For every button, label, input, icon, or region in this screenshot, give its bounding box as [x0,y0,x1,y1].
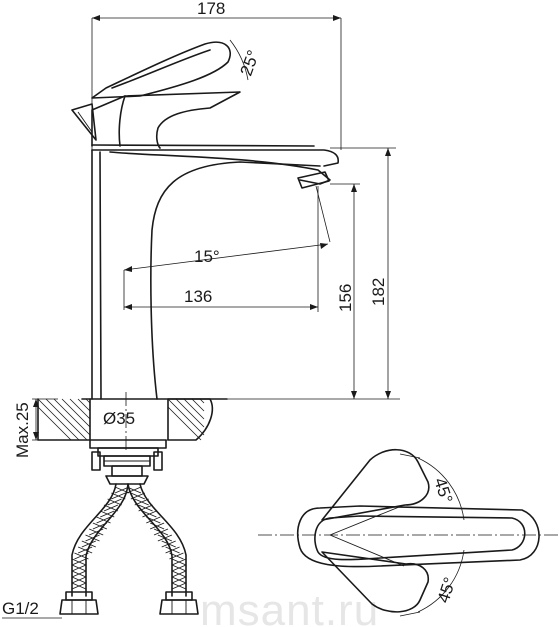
label-width: 178 [197,0,225,18]
fixing-assembly [89,439,167,485]
label-spout-reach: 136 [184,287,212,306]
label-thread: G1/2 [2,599,39,618]
label-rotation-top: 45° [430,475,456,505]
faucet-body [71,41,340,400]
dimension-handle-angle: 25° [229,39,264,81]
dimension-heights: 156 182 [227,147,400,400]
label-max-thickness: Max.25 [13,402,32,458]
label-rotation-bottom: 45° [434,575,460,605]
label-total-height: 182 [369,278,388,306]
flexible-hoses: G1/2 [2,483,199,619]
label-spout-height: 156 [336,284,355,312]
dimension-spout: 15° 136 [123,185,331,312]
watermark-text: msant.ru [200,586,379,627]
dimension-max-thickness: Max.25 [13,398,58,458]
label-base-diameter: Ø35 [103,409,135,428]
mounting-surface: Ø35 [37,392,214,450]
dimension-width: 178 [91,0,342,150]
label-handle-angle: 25° [237,48,264,79]
label-spout-angle: 15° [194,247,220,266]
